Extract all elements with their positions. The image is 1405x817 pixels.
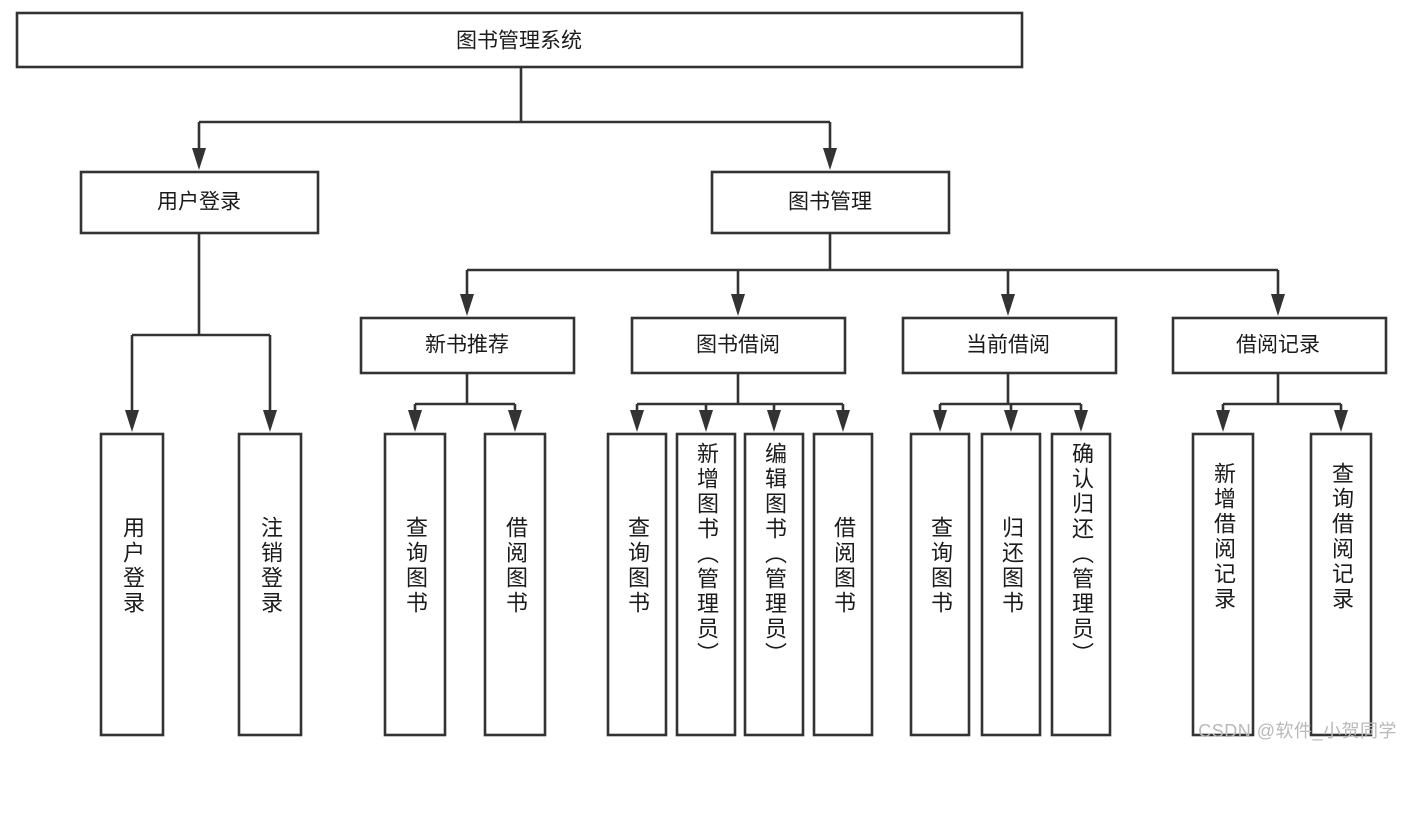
node-label-book-management: 图书管理 xyxy=(788,191,872,214)
node-box-leaf-current-borrow-2[interactable] xyxy=(1050,432,1112,737)
arrow-head-leaf-current-borrow-2 xyxy=(1074,410,1088,432)
node-box-current-borrow[interactable] xyxy=(901,316,1118,375)
watermark-text: CSDN @软件_小贺同学 xyxy=(1198,721,1397,741)
node-box-leaf-book-borrow-1[interactable] xyxy=(675,432,737,737)
node-box-leaf-new-book-1[interactable] xyxy=(483,432,547,737)
node-box-leaf-current-borrow-0[interactable] xyxy=(909,432,971,737)
diagram-canvas: 图书管理系统 用户登录 图书管理 新书推荐 图书借阅 当前借阅 借阅记录 xyxy=(15,11,1388,737)
node-label-new-book-recommend: 新书推荐 xyxy=(425,334,509,357)
arrow-head-leaf-current-borrow-0 xyxy=(933,410,947,432)
arrow-head-book-management xyxy=(823,148,837,170)
flowchart-diagram: 图书管理系统 用户登录 图书管理 新书推荐 图书借阅 当前借阅 借阅记录 用户登… xyxy=(15,11,1397,741)
arrow-head-leaf-new-book-0 xyxy=(408,410,422,432)
arrow-head-leaf-book-borrow-3 xyxy=(836,410,850,432)
node-label-root: 图书管理系统 xyxy=(456,30,582,53)
arrow-head-leaf-book-borrow-0 xyxy=(630,410,644,432)
node-box-user-login[interactable] xyxy=(79,170,320,235)
arrow-head-leaf-user-login-1 xyxy=(263,410,277,432)
node-box-borrow-record[interactable] xyxy=(1171,316,1388,375)
node-label-user-login: 用户登录 xyxy=(157,191,241,214)
arrow-head-user-login xyxy=(192,148,206,170)
node-box-leaf-new-book-0[interactable] xyxy=(383,432,447,737)
node-box-leaf-book-borrow-3[interactable] xyxy=(812,432,874,737)
node-label-book-borrow: 图书借阅 xyxy=(696,334,780,357)
node-box-root[interactable] xyxy=(15,11,1024,69)
arrow-head-leaf-book-borrow-2 xyxy=(767,410,781,432)
arrow-head-current-borrow xyxy=(1001,294,1015,316)
node-box-leaf-book-borrow-2[interactable] xyxy=(743,432,805,737)
arrow-head-leaf-borrow-record-1 xyxy=(1334,410,1348,432)
node-box-leaf-book-borrow-0[interactable] xyxy=(606,432,668,737)
node-label-current-borrow: 当前借阅 xyxy=(966,334,1050,357)
arrow-head-leaf-new-book-1 xyxy=(508,410,522,432)
arrow-head-leaf-current-borrow-1 xyxy=(1004,410,1018,432)
arrow-head-borrow-record xyxy=(1271,294,1285,316)
node-box-leaf-borrow-record-1[interactable] xyxy=(1309,432,1373,737)
arrow-head-leaf-user-login-0 xyxy=(125,410,139,432)
node-label-borrow-record: 借阅记录 xyxy=(1236,334,1320,357)
arrow-head-book-borrow xyxy=(731,294,745,316)
node-box-leaf-borrow-record-0[interactable] xyxy=(1191,432,1255,737)
node-box-new-book-recommend[interactable] xyxy=(359,316,576,375)
node-box-leaf-user-login-1[interactable] xyxy=(237,432,303,737)
arrow-head-new-book-recommend xyxy=(460,294,474,316)
node-box-leaf-current-borrow-1[interactable] xyxy=(980,432,1042,737)
arrow-head-leaf-borrow-record-0 xyxy=(1216,410,1230,432)
arrow-head-leaf-book-borrow-1 xyxy=(699,410,713,432)
node-box-leaf-user-login-0[interactable] xyxy=(99,432,165,737)
